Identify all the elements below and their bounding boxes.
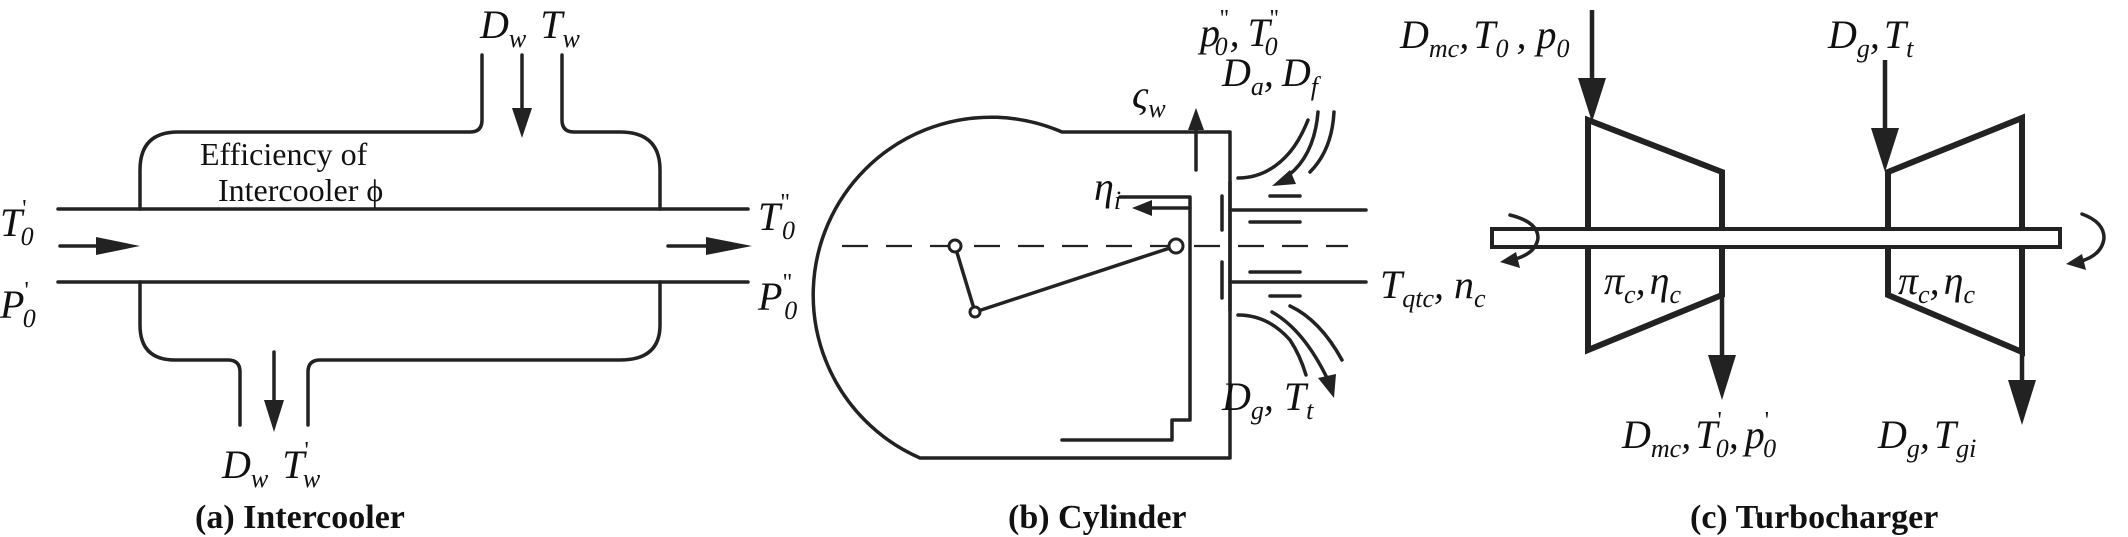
- turbine-outlet-arrowhead: [2008, 380, 2036, 425]
- compressor-inlet-arrowhead: [1578, 78, 1606, 122]
- cylinder-panel: p''0,T''0 Da,Df ςw ηi Dg,Tt (b) Cylinder: [811, 6, 1368, 536]
- exhaust-manifold-curve: [1236, 313, 1308, 377]
- compressor-param-label: πc,ηc: [1604, 258, 1681, 309]
- torque-speed-label: Tqtc,nc: [1380, 262, 1486, 313]
- turbine-outlet-label: Dg,Tgi: [1877, 412, 1976, 463]
- housing-bottom-right: [306, 280, 662, 427]
- crank-arm: [953, 244, 977, 314]
- connecting-rod: [973, 244, 1178, 314]
- compressor-outlet-arrowhead: [1708, 355, 1736, 400]
- cylinder-caption: (b) Cylinder: [1008, 499, 1187, 536]
- turbine-inlet-label: Dg,Tt: [1827, 12, 1914, 63]
- left-rotation-arrowhead: [1500, 252, 1520, 268]
- left-rotation-arrow: [1508, 213, 1540, 262]
- turbocharger-panel: Dmc,T0,p0 Dg,Tt Tqtc,nc πc,ηc πc,ηc Dmc,…: [1380, 10, 2106, 536]
- exhaust-flow-arrowhead-1: [1318, 374, 1336, 398]
- intake-flow-arrowhead-1: [1272, 170, 1296, 186]
- efficiency-note-line1: Efficiency of: [200, 136, 368, 172]
- efficiency-arrowhead: [1132, 200, 1152, 216]
- inlet-pressure-label: P'0: [0, 278, 36, 333]
- air-inlet-arrowhead: [96, 237, 140, 255]
- turbine-param-label: πc,ηc: [1898, 258, 1975, 309]
- exhaust-state-label: Dg,Tt: [1221, 374, 1314, 425]
- right-rotation-arrowhead: [2066, 254, 2086, 270]
- indicated-efficiency-label: ηi: [1094, 164, 1121, 215]
- crank-pin-joint: [968, 305, 982, 319]
- turbo-shaft: [1490, 227, 2062, 249]
- housing-top-right: [560, 53, 662, 211]
- intake-state-label: p''0,T''0: [1197, 6, 1279, 61]
- piston-outline: [1060, 195, 1192, 442]
- turbine-inlet-arrowhead: [1871, 128, 1899, 172]
- right-rotation-arrow: [2076, 212, 2106, 264]
- turbocharger-caption: (c) Turbocharger: [1690, 499, 1938, 536]
- water-inlet-arrowhead: [512, 108, 532, 138]
- heat-loss-label: ςw: [1132, 72, 1166, 123]
- outlet-temperature-label: T"0: [758, 190, 795, 245]
- compressor-outlet-label: Dmc,T'0,p'0: [1621, 408, 1776, 463]
- compressor-inlet-label: Dmc,T0,p0: [1399, 12, 1569, 63]
- heat-loss-arrowhead: [1188, 108, 1204, 130]
- intake-flow-arrow-2: [1308, 110, 1336, 174]
- inlet-temperature-label: T'0: [0, 196, 34, 251]
- exhaust-flow-arrow-2: [1288, 304, 1344, 362]
- housing-bottom-left: [138, 280, 242, 427]
- cylinder-housing: [811, 115, 1232, 460]
- intercooler-caption: (a) Intercooler: [195, 499, 405, 536]
- piston-pin-joint: [1167, 237, 1185, 255]
- outlet-pressure-label: P"0: [757, 270, 797, 325]
- air-outlet-arrowhead: [706, 237, 752, 255]
- intake-manifold-curve: [1236, 118, 1310, 180]
- water-outlet-arrowhead: [264, 400, 284, 432]
- exhaust-flow-arrow-1: [1270, 310, 1330, 382]
- intake-flow-label: Da,Df: [1221, 50, 1322, 101]
- housing-top-left: [138, 53, 484, 211]
- crank-center-joint: [947, 238, 963, 254]
- efficiency-note-line2: Intercooler ϕ: [218, 172, 383, 208]
